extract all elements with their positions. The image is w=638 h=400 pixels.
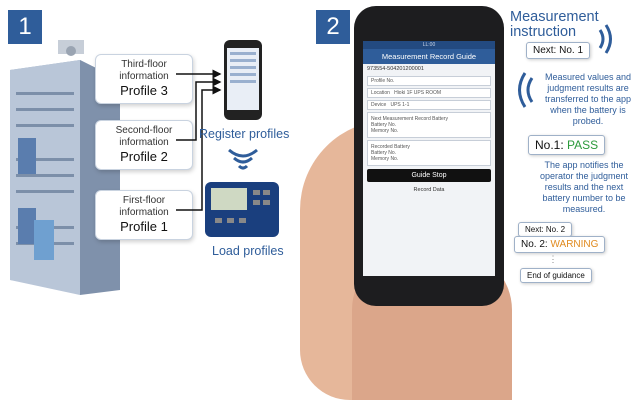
- profile-2-caption-2: information: [119, 137, 169, 148]
- recorded-memory-no-label: Memory No.: [371, 156, 399, 162]
- next-no-1-callout: Next: No. 1: [526, 42, 591, 59]
- measured-values-text: Measured values and judgment results are…: [544, 72, 632, 126]
- app-profile-no-row[interactable]: Profile No.: [367, 76, 491, 86]
- app-status-bar: LL:00: [363, 41, 495, 49]
- next-battery-title: Next Measurement Record Battery: [371, 116, 448, 122]
- device-value: UPS 1-1: [390, 102, 410, 108]
- guide-stop-button[interactable]: Guide Stop: [367, 169, 491, 182]
- building-illustration: [10, 40, 120, 295]
- profile-2-box: Second-floor information Profile 2: [95, 120, 193, 170]
- app-location-row[interactable]: Location Hioki 1F UPS ROOM: [367, 88, 491, 98]
- next-memory-no-label: Memory No.: [371, 128, 399, 134]
- register-profiles-label: Register profiles: [199, 127, 290, 141]
- pass-value: PASS: [567, 138, 599, 152]
- location-value: Hioki 1F UPS ROOM: [394, 90, 442, 96]
- profile-1-caption-1: First-floor: [122, 195, 166, 206]
- pass-prefix: No.1:: [535, 138, 568, 152]
- title-line-1: Measurement: [510, 9, 599, 25]
- profile-3-box: Third-floor information Profile 3: [95, 54, 193, 104]
- warning-prefix: No. 2:: [521, 239, 551, 250]
- signal-icon-top: [598, 24, 612, 54]
- step-one-badge: 1: [8, 10, 42, 44]
- profile-no-label: Profile No.: [371, 78, 395, 84]
- step-two-badge: 2: [316, 10, 350, 44]
- profile-3-caption-2: information: [119, 71, 169, 82]
- ellipsis-dots: ⋮: [548, 254, 558, 264]
- title-line-2: instruction: [510, 24, 577, 40]
- recorded-battery-title: Recorded Battery: [371, 144, 410, 150]
- load-profiles-label: Load profiles: [212, 244, 284, 258]
- app-header: Measurement Record Guide: [363, 49, 495, 64]
- end-of-guidance-callout: End of guidance: [520, 268, 592, 283]
- next-battery-no-label: Battery No.: [371, 122, 397, 128]
- profile-3-caption-1: Third-floor: [121, 59, 167, 70]
- profile-3-name: Profile 3: [120, 83, 168, 98]
- app-device-row[interactable]: Device UPS 1-1: [367, 100, 491, 110]
- profile-2-caption-1: Second-floor: [115, 125, 173, 136]
- signal-icon-left: [518, 72, 534, 108]
- measurement-instruction-title: Measurement instruction: [510, 10, 599, 40]
- smartphone-app-image: LL:00 Measurement Record Guide 973554-50…: [354, 6, 504, 306]
- battery-tester-image: [205, 182, 279, 237]
- warning-result-callout: No. 2: WARNING: [514, 236, 606, 253]
- profile-2-name: Profile 2: [120, 149, 168, 164]
- pass-result-callout: No.1: PASS: [528, 135, 606, 155]
- next-no-2-callout: Next: No. 2: [518, 222, 573, 237]
- app-screen: LL:00 Measurement Record Guide 973554-50…: [363, 41, 495, 276]
- register-phone-image: [224, 40, 262, 120]
- next-battery-panel: Next Measurement Record Battery Battery …: [367, 112, 491, 138]
- warning-value: WARNING: [550, 239, 599, 250]
- wireless-signal-icon: [228, 148, 258, 170]
- profile-arrows: [176, 69, 222, 211]
- profile-1-box: First-floor information Profile 1: [95, 190, 193, 240]
- record-data-tab[interactable]: Record Data: [413, 187, 445, 193]
- app-serial: 973554-504201200001: [367, 66, 424, 72]
- profile-1-caption-2: information: [119, 207, 169, 218]
- recorded-battery-panel: Recorded Battery Battery No. Memory No.: [367, 140, 491, 166]
- device-label: Device: [371, 102, 387, 108]
- profile-1-name: Profile 1: [120, 219, 168, 234]
- location-label: Location: [371, 90, 390, 96]
- recorded-battery-no-label: Battery No.: [371, 150, 397, 156]
- notify-text: The app notifies the operator the judgme…: [539, 160, 629, 214]
